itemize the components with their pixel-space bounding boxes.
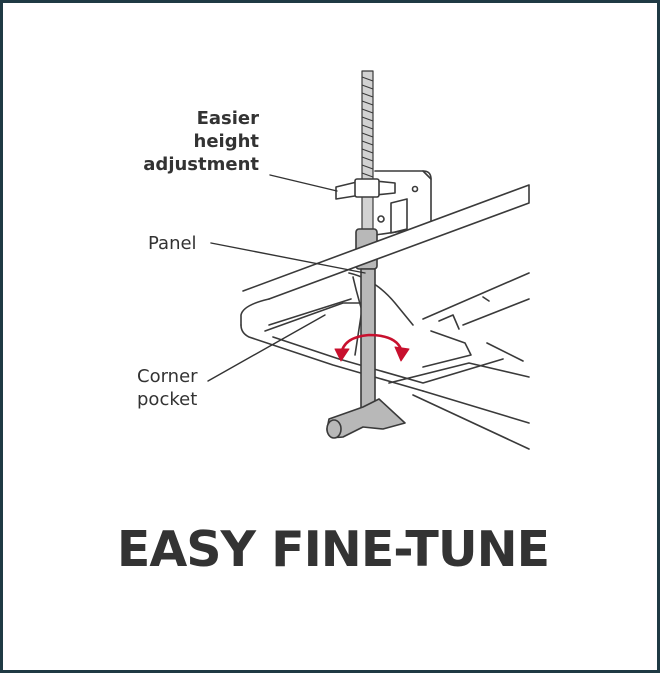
corner-tray (240, 296, 530, 450)
label-corner-pocket: Corner pocket (137, 365, 198, 411)
leader-height-adjustment (269, 174, 338, 192)
label-height-adjustment-line-1: Easier (196, 108, 259, 129)
label-height-adjustment: Easier height adjustment (133, 107, 259, 176)
threaded-rod (361, 70, 374, 232)
label-height-adjustment-line-2: height (193, 131, 260, 152)
callout-lines (207, 174, 366, 382)
label-corner-pocket-line-1: Corner (137, 366, 198, 387)
headline: EASY FINE-TUNE (116, 521, 550, 578)
adjustment-tool (326, 268, 406, 439)
label-corner-pocket-line-2: pocket (137, 389, 198, 410)
label-height-adjustment-line-3: adjustment (143, 154, 259, 175)
leader-panel (210, 242, 366, 274)
leader-corner-pocket (207, 314, 326, 382)
rotation-arrow (334, 333, 410, 362)
ceiling-panel-diagram (207, 70, 530, 450)
ceiling-panel (240, 184, 530, 326)
hanger-bracket (335, 170, 432, 236)
label-panel: Panel (148, 233, 197, 254)
